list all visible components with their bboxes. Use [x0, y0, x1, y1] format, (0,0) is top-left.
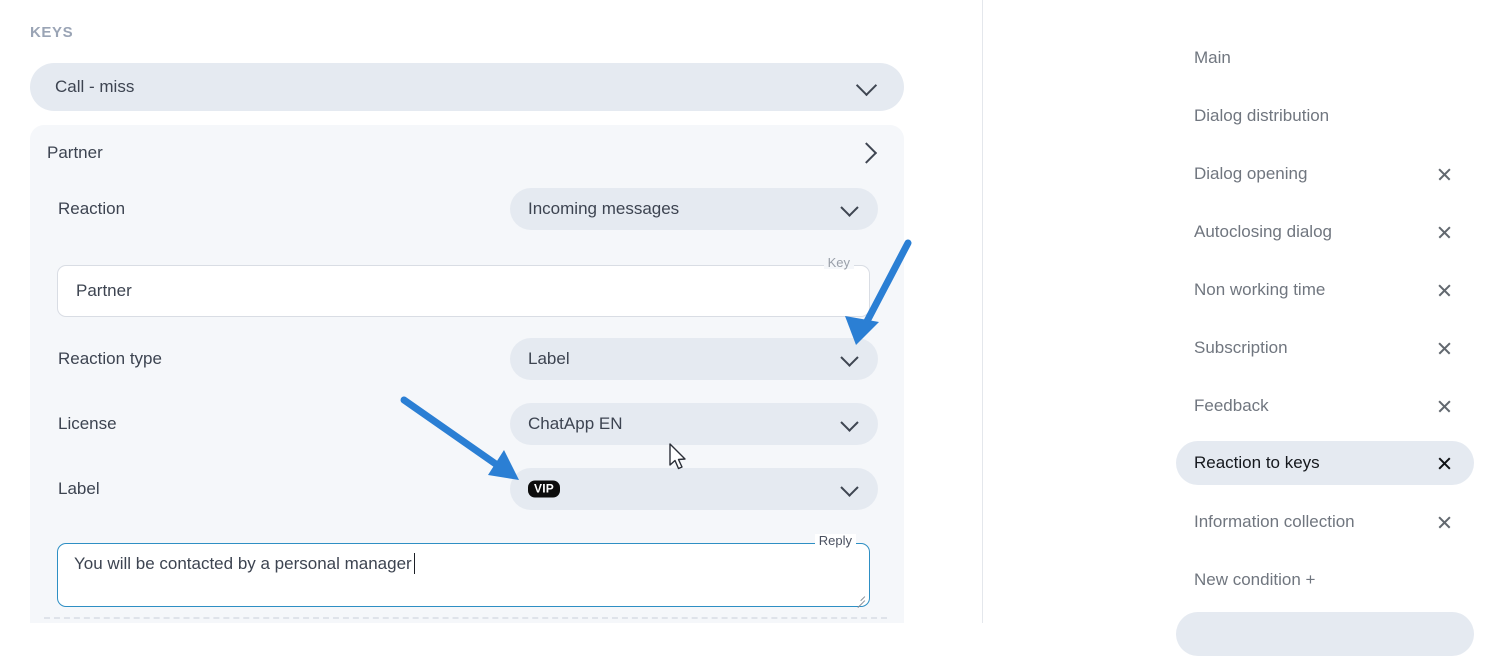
partner-section-header[interactable]: Partner	[30, 125, 904, 180]
sidebar-item-label: Autoclosing dialog	[1194, 222, 1332, 241]
key-input[interactable]	[57, 265, 870, 317]
sidebar-item-reaction-to-keys[interactable]: Reaction to keys	[1176, 441, 1474, 485]
close-icon[interactable]	[1437, 167, 1452, 182]
chevron-down-icon	[840, 478, 859, 497]
reply-input-floating-label: Reply	[814, 534, 856, 547]
reaction-dropdown-value: Incoming messages	[528, 199, 680, 218]
sidebar-item-label: Main	[1194, 48, 1231, 67]
close-icon[interactable]	[1437, 283, 1452, 298]
sidebar-item-dialog-opening[interactable]: Dialog opening	[1176, 152, 1474, 196]
close-icon[interactable]	[1437, 456, 1452, 471]
key-select-value: Call - miss	[55, 77, 135, 96]
chevron-down-icon	[840, 348, 859, 367]
sidebar-item-autoclosing-dialog[interactable]: Autoclosing dialog	[1176, 210, 1474, 254]
label-dropdown[interactable]: VIP	[510, 468, 878, 510]
key-select-dropdown[interactable]: Call - miss	[30, 63, 904, 111]
sidebar-item-dialog-distribution[interactable]: Dialog distribution	[1176, 94, 1474, 138]
reply-input-group: Reply	[57, 534, 870, 608]
chevron-down-icon	[840, 198, 859, 217]
text-caret	[414, 553, 416, 574]
reaction-dropdown[interactable]: Incoming messages	[510, 188, 878, 230]
license-dropdown[interactable]: ChatApp EN	[510, 403, 878, 445]
sidebar-item-new-condition[interactable]: New condition +	[1176, 558, 1474, 602]
partner-section-title: Partner	[47, 142, 103, 162]
sidebar-item-label: Dialog distribution	[1194, 106, 1330, 125]
sidebar-item-subscription[interactable]: Subscription	[1176, 326, 1474, 370]
close-icon[interactable]	[1437, 515, 1452, 530]
chevron-down-icon	[855, 74, 878, 97]
sidebar-item-non-working-time[interactable]: Non working time	[1176, 268, 1474, 312]
section-divider	[44, 617, 887, 619]
key-input-group: Key	[57, 256, 870, 317]
field-row-reaction-type: Reaction type Label	[30, 338, 904, 380]
field-row-reaction: Reaction Incoming messages	[30, 188, 904, 230]
field-label-label: Label	[58, 479, 100, 498]
field-row-license: License ChatApp EN	[30, 403, 904, 445]
key-input-floating-label: Key	[823, 256, 854, 269]
close-icon[interactable]	[1437, 225, 1452, 240]
sidebar-item-label: Information collection	[1194, 512, 1355, 531]
reply-textarea[interactable]	[57, 543, 870, 607]
chevron-down-icon	[840, 413, 859, 432]
sidebar-item-label: New condition +	[1194, 570, 1316, 589]
sidebar-item-label: Reaction to keys	[1194, 453, 1320, 472]
close-icon[interactable]	[1437, 399, 1452, 414]
sidebar-item-feedback[interactable]: Feedback	[1176, 384, 1474, 428]
sidebar-item-label: Subscription	[1194, 338, 1288, 357]
reaction-to-keys-panel: KEYS Call - miss Partner Reaction Incomi…	[30, 0, 983, 623]
sidebar-item-main[interactable]: Main	[1176, 36, 1474, 80]
sidebar-item-label: Non working time	[1194, 280, 1326, 299]
mouse-cursor	[669, 443, 686, 470]
sidebar-item-label: Feedback	[1194, 396, 1269, 415]
sidebar-item-next[interactable]	[1176, 612, 1474, 656]
field-label-reaction: Reaction	[58, 199, 126, 218]
label-vip-badge: VIP	[528, 480, 560, 498]
partner-condition-card: Partner Reaction Incoming messages Key R…	[30, 125, 904, 623]
field-row-label: Label VIP	[30, 468, 904, 510]
reaction-type-dropdown-value: Label	[528, 349, 570, 368]
sidebar-item-information-collection[interactable]: Information collection	[1176, 500, 1474, 544]
sidebar-item-label: Dialog opening	[1194, 164, 1308, 183]
page-title: KEYS	[30, 24, 74, 41]
field-label-license: License	[58, 414, 117, 433]
field-label-reaction-type: Reaction type	[58, 349, 162, 368]
conditions-sidebar: Main Dialog distribution Dialog opening …	[984, 0, 1498, 656]
close-icon[interactable]	[1437, 341, 1452, 356]
license-dropdown-value: ChatApp EN	[528, 414, 623, 433]
reaction-type-dropdown[interactable]: Label	[510, 338, 878, 380]
chevron-right-icon	[855, 141, 878, 164]
